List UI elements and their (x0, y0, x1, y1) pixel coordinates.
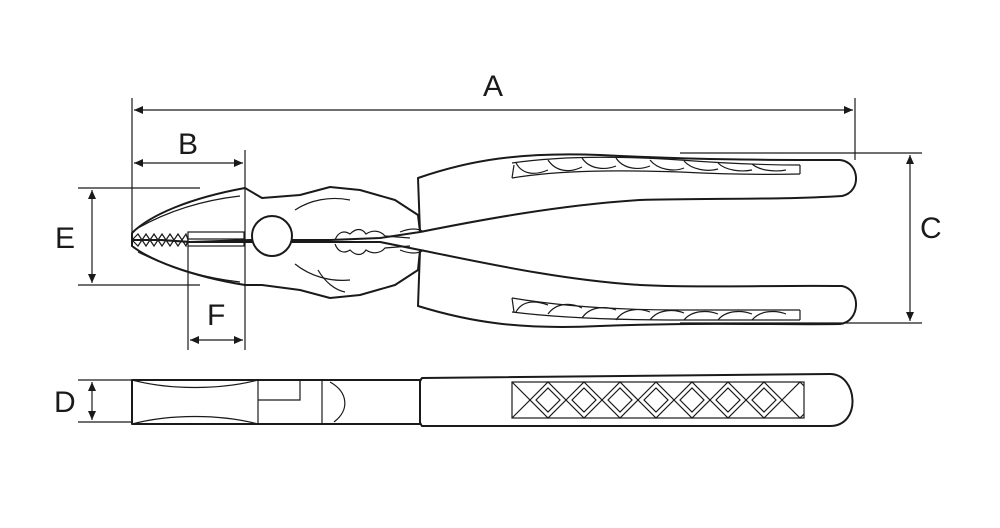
pliers-side-view (131, 373, 854, 427)
side-grip-pattern (511, 381, 805, 419)
dimension-lines (78, 98, 922, 423)
upper-handle (417, 153, 857, 233)
label-e: E (55, 222, 75, 255)
label-a: A (483, 70, 503, 103)
crimp-notch (334, 228, 411, 241)
pliers-top-view (131, 153, 857, 328)
label-f: F (207, 299, 225, 332)
dimension-labels: A B C D E F (54, 70, 942, 419)
label-c: C (920, 212, 942, 245)
lower-handle (417, 249, 857, 328)
upper-grip-pattern (511, 156, 801, 179)
jaw-teeth (131, 232, 189, 248)
side-head (131, 379, 421, 425)
label-b: B (178, 128, 198, 161)
label-d: D (54, 386, 76, 419)
lower-grip-pattern (511, 297, 801, 321)
pivot-rivet (251, 215, 293, 257)
